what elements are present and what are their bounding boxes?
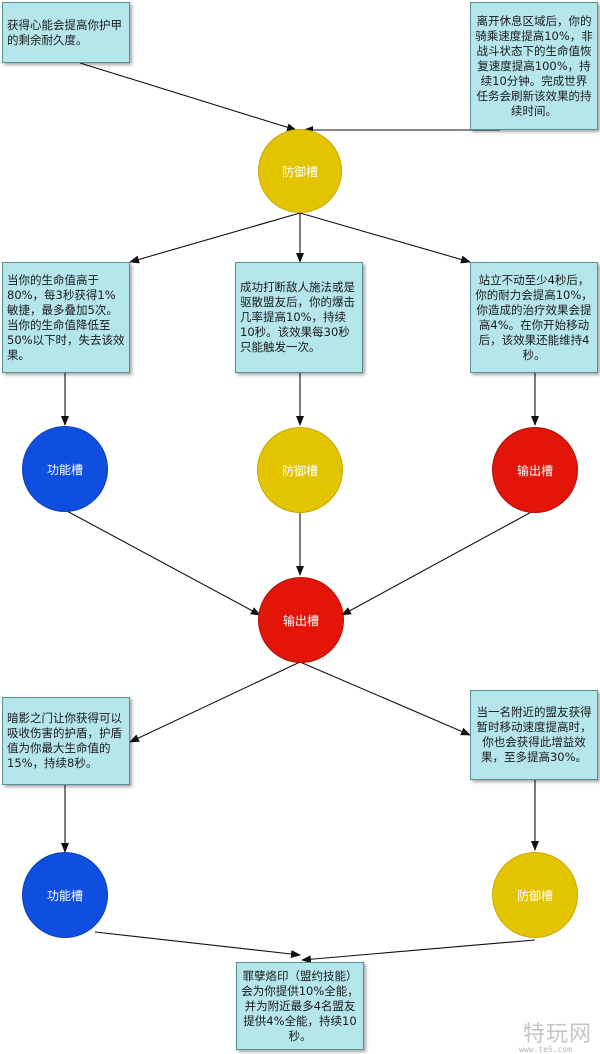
box-top-left-text: 获得心能会提高你护甲的剩余耐久度。 [7,17,122,47]
box-mid-center: 成功打断敌人施法或是驱散盟友后，你的爆击几率提高10%，持续10秒。该效果每30… [235,262,363,373]
node-top-label: 防御槽 [281,164,318,179]
node-row4-left-label: 功能槽 [46,888,83,903]
box-top-right: 离开休息区域后，你的骑乘速度提高10%，非战斗状态下的生命值恢复速度提高100%… [470,2,598,130]
edge-topleft-to-top [79,62,297,132]
edge-top-to-midleft [129,212,301,264]
node-center-output-slot: 输出槽 [258,577,344,663]
edge-row4left-to-bottom [94,931,301,958]
node-row2-center-defense-slot: 防御槽 [257,427,343,513]
edge-row4right-to-bottom [301,939,536,964]
box-bottom-text: 罪孽烙印（盟约技能）会为你提供10%全能，并为附近最多4名盟友提供4%全能，持续… [241,968,359,1043]
watermark-url: www.te5.com [519,1045,572,1054]
node-row2-left-utility-slot: 功能槽 [22,426,108,512]
edge-row2left-to-center [64,509,261,616]
box-mid-right-text: 站立不动至少4秒后，你的耐力会提高10%，你造成的治疗效果会提高4%。在你开始移… [475,272,593,362]
box-bottom: 罪孽烙印（盟约技能）会为你提供10%全能，并为附近最多4名盟友提供4%全能，持续… [236,962,364,1050]
edge-top-to-midright [299,212,471,264]
box-top-left: 获得心能会提高你护甲的剩余耐久度。 [2,2,130,63]
node-row2-center-label: 防御槽 [281,463,318,478]
watermark-logo: 特玩网 [522,1022,592,1047]
box-mid-left: 当你的生命值高于80%，每3秒获得1%敏捷，最多叠加5次。当你的生命值降低至50… [2,262,130,373]
box-mid-right: 站立不动至少4秒后，你的耐力会提高10%，你造成的治疗效果会提高4%。在你开始移… [470,262,598,373]
node-row2-left-label: 功能槽 [46,462,83,477]
edge-center-to-lowleft [129,661,301,743]
node-row4-right-label: 防御槽 [516,888,553,903]
node-center-label: 输出槽 [282,613,319,628]
edge-row2right-to-center [341,509,536,616]
node-row2-right-label: 输出槽 [516,463,553,478]
box-top-right-text: 离开休息区域后，你的骑乘速度提高10%，非战斗状态下的生命值恢复速度提高100%… [475,13,593,118]
edge-center-to-lowright [299,661,471,736]
box-low-right: 当一名附近的盟友获得暂时移动速度提高时，你也会获得此增益效果，至多提高30%。 [470,690,598,780]
box-low-right-text: 当一名附近的盟友获得暂时移动速度提高时，你也会获得此增益效果，至多提高30%。 [476,705,592,764]
box-low-left-text: 暗影之门让你获得可以吸收伤害的护盾，护盾值为你最大生命值的15%，持续8秒。 [7,711,122,770]
box-low-left: 暗影之门让你获得可以吸收伤害的护盾，护盾值为你最大生命值的15%，持续8秒。 [2,697,130,785]
node-row4-right-defense-slot: 防御槽 [492,852,578,938]
node-row2-right-output-slot: 输出槽 [492,427,578,513]
box-mid-center-text: 成功打断敌人施法或是驱散盟友后，你的爆击几率提高10%，持续10秒。该效果每30… [240,280,355,354]
node-row4-left-utility-slot: 功能槽 [22,852,108,938]
box-mid-left-text: 当你的生命值高于80%，每3秒获得1%敏捷，最多叠加5次。当你的生命值降低至50… [7,272,125,362]
node-top-defense-slot: 防御槽 [258,129,342,213]
